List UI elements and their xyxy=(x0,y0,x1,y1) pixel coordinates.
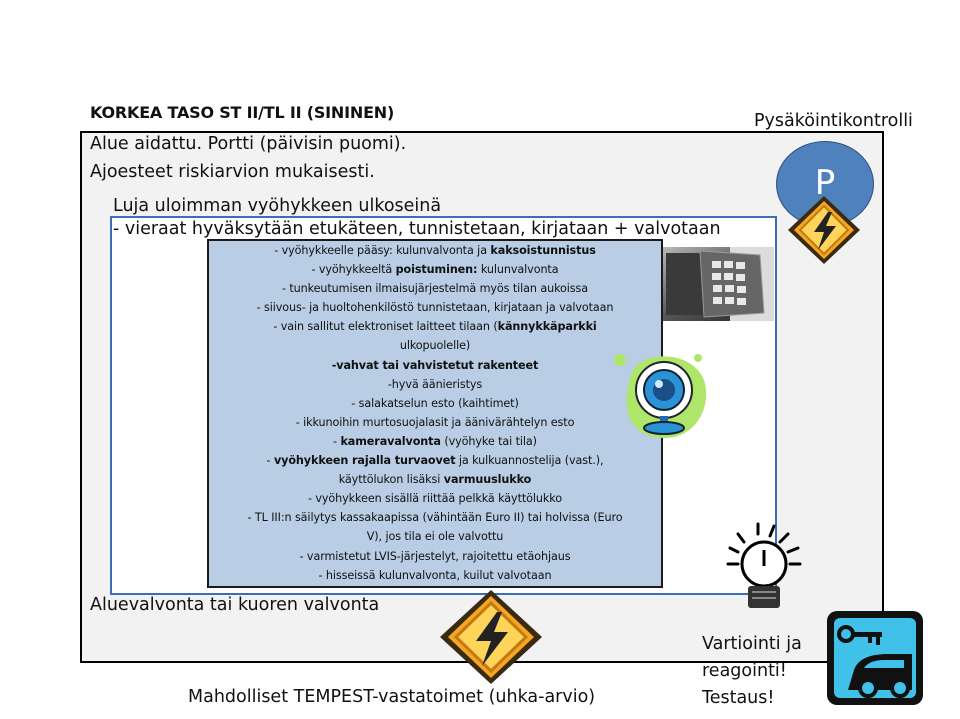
list-item-text: käyttölukon lisäksi xyxy=(338,473,444,487)
list-item-text: vyöhykkeen rajalla turvaovet xyxy=(273,454,456,468)
webcam-icon xyxy=(614,354,707,438)
list-item: käyttölukon lisäksi varmuuslukko xyxy=(209,470,661,489)
list-item-text: - vyöhykkeelle pääsy: kulunvalvonta ja xyxy=(274,244,491,257)
outer-bottom-text: Aluevalvonta tai kuoren valvonta xyxy=(90,595,380,615)
guard-line-2: reagointi! xyxy=(702,661,787,681)
list-item: - varmistetut LVIS-järjestelyt, rajoitet… xyxy=(209,547,661,566)
list-item-text: - vyöhykkeeltä xyxy=(311,263,396,277)
list-item: - vyöhykkeeltä poistuminen: kulunvalvont… xyxy=(209,260,661,279)
list-item: - ikkunoihin murtosuojalasit ja äänivärä… xyxy=(209,413,661,432)
list-item-text: kaksoistunnistus xyxy=(490,244,596,257)
list-item-text: - ikkunoihin murtosuojalasit ja äänivärä… xyxy=(295,415,575,429)
outer-line-2: Ajoesteet riskiarvion mukaisesti. xyxy=(90,162,375,182)
list-item-text: - TL III:n säilytys kassakaapissa (vähin… xyxy=(247,511,623,525)
list-item: - salakatselun esto (kaihtimet) xyxy=(209,394,661,413)
list-item: - vyöhykkeen rajalla turvaovet ja kulkua… xyxy=(209,451,661,470)
list-item-text: kulunvalvonta xyxy=(477,263,559,277)
list-item-text: - siivous- ja huoltohenkilöstö tunnistet… xyxy=(256,301,614,315)
keypad-photo xyxy=(660,247,774,321)
list-item-text: - vain sallitut elektroniset laitteet ti… xyxy=(273,320,498,334)
list-item-text: varmuuslukko xyxy=(443,473,532,487)
list-item-text: - xyxy=(333,434,341,448)
guard-line-3: Testaus! xyxy=(702,688,775,708)
list-item: - hisseissä kulunvalvonta, kuilut valvot… xyxy=(209,566,661,585)
parking-label: Pysäköintikontrolli xyxy=(754,111,913,131)
inner-heading: Luja uloimman vyöhykkeen ulkoseinä xyxy=(113,196,442,216)
list-item-text: (vyöhyke tai tila) xyxy=(440,434,537,448)
list-item-text: -vahvat tai vahvistetut rakenteet xyxy=(331,358,539,372)
list-item: -hyvä äänieristys xyxy=(209,375,661,394)
list-item: - siivous- ja huoltohenkilöstö tunnistet… xyxy=(209,298,661,317)
requirements-list: - vyöhykkeelle pääsy: kulunvalvonta ja k… xyxy=(207,239,663,588)
list-item: V), jos tila ei ole valvottu xyxy=(209,527,661,546)
list-item-text: ulkopuolelle) xyxy=(399,339,471,353)
lightning-warning-icon xyxy=(788,196,860,264)
list-item: - vyöhykkeen sisällä riittää pelkkä käyt… xyxy=(209,489,661,508)
inner-subheading: - vieraat hyväksytään etukäteen, tunnist… xyxy=(113,219,721,239)
list-item-text: - varmistetut LVIS-järjestelyt, rajoitet… xyxy=(299,549,571,563)
guard-line-1: Vartiointi ja xyxy=(702,634,802,654)
guard-text: Vartiointi ja reagointi! Testaus! xyxy=(702,631,802,712)
list-item-text: - xyxy=(266,454,274,468)
list-item-text: - salakatselun esto (kaihtimet) xyxy=(351,396,519,410)
list-item-text: kännykkäparkki xyxy=(497,320,597,334)
list-item-text: - vyöhykkeen sisällä riittää pelkkä käyt… xyxy=(307,492,562,506)
list-item: - TL III:n säilytys kassakaapissa (vähin… xyxy=(209,508,661,527)
list-item: ulkopuolelle) xyxy=(209,336,661,355)
list-item-text: -hyvä äänieristys xyxy=(387,377,483,391)
list-item-text: ja kulkuannostelija (vast.), xyxy=(455,454,604,468)
parking-circle: P xyxy=(776,141,874,227)
list-item: - kameravalvonta (vyöhyke tai tila) xyxy=(209,432,661,451)
tempest-label: Mahdolliset TEMPEST-vastatoimet (uhka-ar… xyxy=(188,687,596,707)
list-item: -vahvat tai vahvistetut rakenteet xyxy=(209,356,661,375)
page-title: KORKEA TASO ST II/TL II (SININEN) xyxy=(90,103,395,122)
list-item-text: V), jos tila ei ole valvottu xyxy=(366,530,504,544)
outer-line-1: Alue aidattu. Portti (päivisin puomi). xyxy=(90,134,407,154)
list-item: - tunkeutumisen ilmaisujärjestelmä myös … xyxy=(209,279,661,298)
list-item: - vyöhykkeelle pääsy: kulunvalvonta ja k… xyxy=(209,241,661,260)
list-item-text: - tunkeutumisen ilmaisujärjestelmä myös … xyxy=(281,282,589,296)
list-item-text: kameravalvonta xyxy=(340,434,441,448)
list-item: - vain sallitut elektroniset laitteet ti… xyxy=(209,317,661,336)
alarm-bell-icon xyxy=(726,522,802,608)
list-item-text: poistuminen: xyxy=(395,263,478,277)
list-item-text: - hisseissä kulunvalvonta, kuilut valvot… xyxy=(318,568,552,582)
lightning-warning-icon xyxy=(440,590,542,684)
car-key-icon xyxy=(827,611,923,705)
